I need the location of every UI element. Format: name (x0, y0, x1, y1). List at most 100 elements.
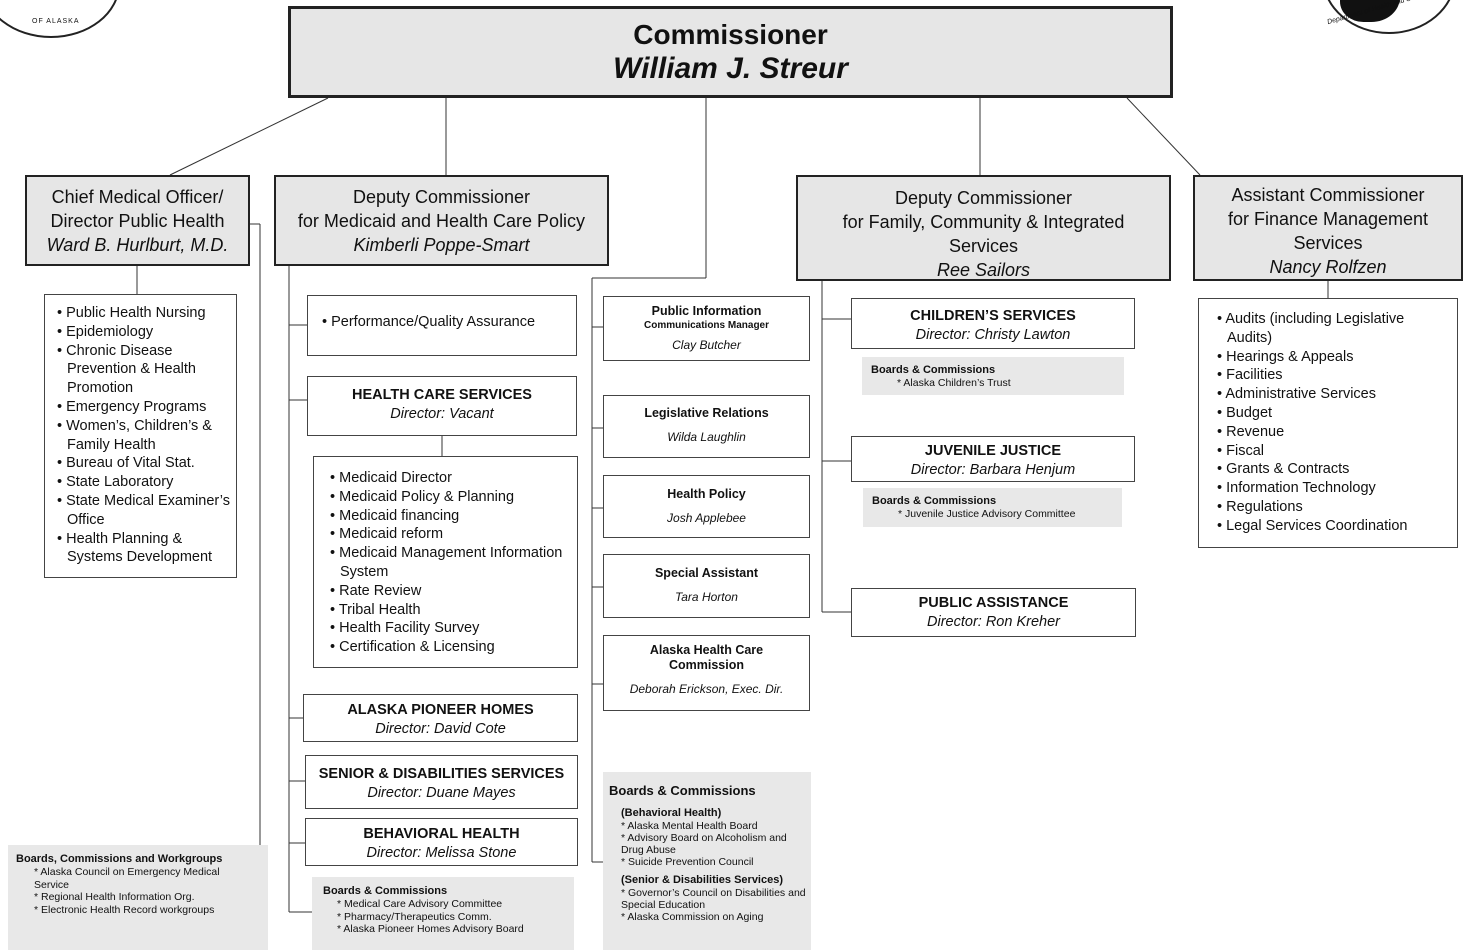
board-item: * Regional Health Information Org. (34, 891, 195, 903)
juvenile-boards-box: Boards & Commissions * Juvenile Justice … (863, 488, 1122, 527)
chief-medical-officer-box[interactable]: Chief Medical Officer/ Director Public H… (25, 175, 250, 266)
health-care-commission-title: Alaska Health Care Commission (649, 643, 764, 672)
health-care-services-name: HEALTH CARE SERVICES (352, 387, 532, 403)
list-item: • Emergency Programs (57, 398, 207, 415)
public-health-list: • Public Health Nursing • Epidemiology •… (57, 304, 230, 567)
board-item: * Medical Care Advisory Committee (337, 898, 503, 910)
staff-boards-group2: (Senior & Disabilities Services) (621, 874, 784, 886)
juvenile-justice-name: JUVENILE JUSTICE (924, 443, 1062, 459)
health-care-services-list: • Medicaid Director • Medicaid Policy & … (330, 469, 571, 657)
public-health-boards-title: Boards, Commissions and Workgroups (16, 853, 223, 865)
list-item: • Revenue (1217, 423, 1285, 440)
public-assistance-box[interactable]: PUBLIC ASSISTANCE Director: Ron Kreher (851, 588, 1136, 637)
legislative-relations-box[interactable]: Legislative Relations Wilda Laughlin (603, 395, 810, 458)
assistant-finance-box[interactable]: Assistant Commissioner for Finance Manag… (1193, 175, 1463, 281)
list-item: • Epidemiology (57, 323, 154, 340)
commissioner-box[interactable]: Commissioner William J. Streur (288, 6, 1173, 98)
childrens-services-director: Director: Christy Lawton (915, 327, 1071, 343)
assistant-finance-name: Nancy Rolfzen (1269, 257, 1387, 277)
health-care-services-list-box: • Medicaid Director • Medicaid Policy & … (313, 456, 578, 668)
deputy-family-name: Ree Sailors (936, 260, 1031, 280)
health-care-services-director: Director: Vacant (390, 406, 494, 422)
senior-disabilities-director: Director: Duane Mayes (367, 785, 516, 801)
list-item: • Certification & Licensing (330, 639, 495, 656)
public-assistance-director: Director: Ron Kreher (927, 614, 1060, 630)
special-assistant-title: Special Assistant (654, 566, 759, 580)
pioneer-homes-box[interactable]: ALASKA PIONEER HOMES Director: David Cot… (303, 694, 578, 742)
list-item: • Women’s, Children’s & Family Health (57, 417, 212, 453)
deputy-medicaid-title-1: Deputy Commissioner (352, 187, 531, 207)
list-item: • Hearings & Appeals (1217, 348, 1354, 365)
board-item: * Alaska Mental Health Board (621, 820, 758, 832)
board-item: * Suicide Prevention Council (621, 856, 754, 868)
behavioral-health-director: Director: Melissa Stone (366, 845, 517, 861)
list-item: • Information Technology (1217, 480, 1376, 497)
list-item: • Medicaid Director (330, 470, 452, 486)
list-item: • Grants & Contracts (1217, 461, 1350, 478)
commissioner-name: William J. Streur (613, 52, 848, 85)
legislative-relations-title: Legislative Relations (644, 406, 769, 420)
childrens-services-box[interactable]: CHILDREN’S SERVICES Director: Christy La… (851, 298, 1135, 349)
board-item: * Juvenile Justice Advisory Committee (898, 508, 1076, 520)
staff-boards-group1: (Behavioral Health) (621, 807, 722, 819)
list-item: • Regulations (1217, 498, 1303, 515)
assistant-finance-title-1: Assistant Commissioner (1231, 185, 1425, 205)
board-item: * Advisory Board on Alcoholism and Drug … (621, 832, 787, 856)
pioneer-homes-name: ALASKA PIONEER HOMES (347, 702, 534, 718)
list-item: • Rate Review (330, 582, 422, 599)
board-item: * Alaska Commission on Aging (621, 911, 764, 923)
public-health-list-box: • Public Health Nursing • Epidemiology •… (44, 294, 237, 578)
list-item: • Tribal Health (330, 601, 421, 618)
childrens-services-name: CHILDREN’S SERVICES (910, 308, 1076, 324)
assistant-finance-title-2: for Finance Management (1227, 209, 1429, 229)
juvenile-justice-director: Director: Barbara Henjum (910, 462, 1076, 478)
behavioral-health-box[interactable]: BEHAVIORAL HEALTH Director: Melissa Ston… (305, 818, 578, 866)
deputy-family-title-2: for Family, Community & Integrated (842, 212, 1125, 232)
list-item: • Medicaid Policy & Planning (330, 488, 515, 505)
medicaid-boards-box: Boards & Commissions * Medical Care Advi… (312, 877, 574, 950)
list-item: • Facilities (1217, 367, 1283, 384)
public-assistance-name: PUBLIC ASSISTANCE (918, 595, 1069, 611)
childrens-boards-box: Boards & Commissions * Alaska Children’s… (862, 357, 1124, 395)
board-item: * Governor’s Council on Disabilities and… (621, 887, 806, 911)
chief-medical-title-2: Director Public Health (50, 211, 225, 231)
list-item: • Medicaid Management Information System (330, 545, 563, 580)
list-item: • State Laboratory (57, 474, 174, 491)
chief-medical-title-1: Chief Medical Officer/ (51, 187, 224, 207)
deputy-medicaid-title-2: for Medicaid and Health Care Policy (297, 211, 586, 231)
assistant-finance-title-3: Services (1293, 233, 1363, 253)
public-information-box[interactable]: Public Information Communications Manage… (603, 296, 810, 361)
list-item: • Health Planning & Systems Development (57, 530, 213, 566)
board-item: * Alaska Council on Emergency Medical Se… (34, 866, 220, 891)
state-seal-text: OF ALASKA (32, 18, 80, 25)
department-blob-icon (1340, 0, 1400, 22)
performance-qa-box[interactable]: • Performance/Quality Assurance (307, 295, 577, 356)
list-item: • Budget (1217, 404, 1273, 421)
medicaid-boards-title: Boards & Commissions (323, 885, 448, 897)
juvenile-justice-box[interactable]: JUVENILE JUSTICE Director: Barbara Henju… (851, 436, 1135, 482)
list-item: • Health Facility Survey (330, 620, 480, 637)
childrens-boards-title: Boards & Commissions (871, 364, 996, 376)
deputy-family-title-3: Services (948, 236, 1019, 256)
senior-disabilities-name: SENIOR & DISABILITIES SERVICES (318, 766, 565, 782)
list-item: • Bureau of Vital Stat. (57, 455, 195, 472)
legislative-relations-name: Wilda Laughlin (667, 430, 746, 444)
chief-medical-name: Ward B. Hurlburt, M.D. (46, 235, 229, 255)
health-care-commission-box[interactable]: Alaska Health Care Commission Deborah Er… (603, 635, 810, 711)
list-item: • Medicaid reform (330, 526, 444, 543)
deputy-family-title-1: Deputy Commissioner (894, 188, 1073, 208)
list-item: • Chronic Disease Prevention & Health Pr… (57, 342, 196, 397)
health-care-services-box[interactable]: HEALTH CARE SERVICES Director: Vacant (307, 376, 577, 436)
deputy-medicaid-name: Kimberli Poppe-Smart (353, 235, 530, 255)
health-policy-box[interactable]: Health Policy Josh Applebee (603, 475, 810, 538)
deputy-family-box[interactable]: Deputy Commissioner for Family, Communit… (796, 175, 1171, 281)
senior-disabilities-box[interactable]: SENIOR & DISABILITIES SERVICES Director:… (305, 755, 578, 809)
staff-boards-title: Boards & Commissions (609, 783, 756, 798)
pioneer-homes-director: Director: David Cote (375, 721, 506, 737)
health-policy-title: Health Policy (667, 487, 746, 501)
deputy-medicaid-box[interactable]: Deputy Commissioner for Medicaid and Hea… (274, 175, 609, 266)
special-assistant-box[interactable]: Special Assistant Tara Horton (603, 554, 810, 618)
list-item: • Public Health Nursing (57, 305, 206, 321)
list-item: • Legal Services Coordination (1217, 517, 1408, 534)
